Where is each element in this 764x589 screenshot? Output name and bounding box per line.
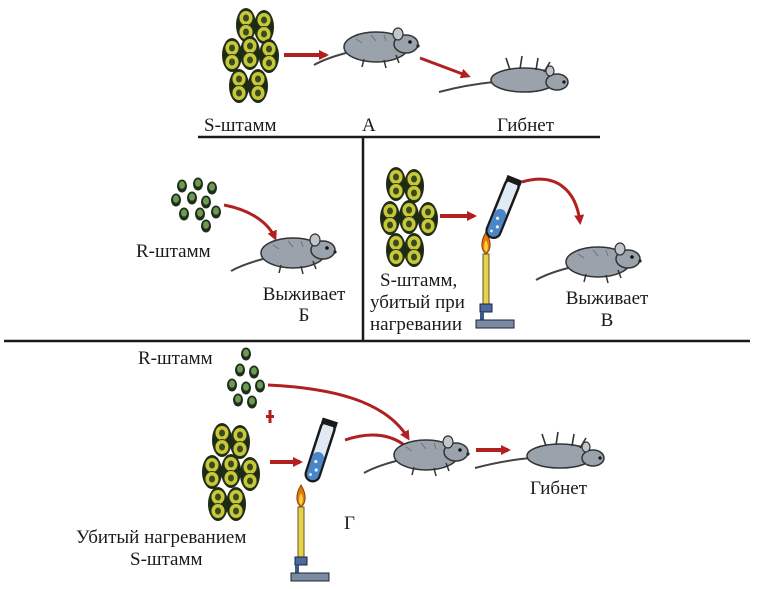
panel-a-letter: А bbox=[362, 115, 376, 136]
panel-g-bunsen-burner bbox=[289, 483, 331, 583]
panel-g-outcome: Гибнет bbox=[530, 478, 587, 499]
panel-b-outcome: Выживает bbox=[262, 284, 346, 305]
panel-v-test-tube bbox=[482, 173, 524, 242]
panel-g-killed-label-line1: Убитый нагреванием bbox=[76, 527, 247, 548]
panel-g-plus-sign bbox=[266, 410, 274, 423]
panel-v-label-line1: S-штамм, bbox=[380, 270, 458, 291]
panel-g-r-label: R-штамм bbox=[138, 348, 213, 369]
panel-v-mouse bbox=[535, 242, 643, 284]
panel-a-mouse bbox=[313, 27, 421, 69]
panel-b-mouse bbox=[230, 233, 338, 275]
panel-g-s-strain-colony bbox=[201, 422, 261, 522]
arrow-g1 bbox=[267, 383, 410, 441]
panel-a-dead-mouse bbox=[438, 55, 569, 93]
panel-a-s-strain-colony bbox=[221, 7, 280, 104]
panel-g-r-strain-colony bbox=[227, 347, 265, 409]
panel-v-outcome: Выживает bbox=[565, 288, 649, 309]
panel-b-strain-label: R-штамм bbox=[136, 241, 211, 262]
panel-g-letter: Г bbox=[344, 513, 355, 534]
panel-g-mouse bbox=[363, 435, 471, 477]
panel-v-label-line2: убитый при bbox=[370, 292, 465, 313]
panel-g-test-tube bbox=[301, 416, 340, 485]
panel-a-outcome: Гибнет bbox=[497, 115, 554, 136]
panel-a-strain-label: S-штамм bbox=[204, 115, 277, 136]
panel-b-letter: Б bbox=[298, 305, 310, 326]
panel-b-r-strain-colony bbox=[171, 177, 221, 233]
panel-g-killed-label-line2: S-штамм bbox=[130, 549, 203, 570]
panel-v-s-strain-colony bbox=[379, 166, 439, 268]
panel-v-label-line3: нагревании bbox=[370, 314, 462, 335]
arrow-v2 bbox=[521, 177, 585, 225]
arrow-a2 bbox=[419, 56, 471, 79]
panel-v-bunsen-burner bbox=[474, 230, 516, 330]
panel-v-letter: В bbox=[600, 310, 614, 331]
arrow-b bbox=[223, 203, 277, 241]
